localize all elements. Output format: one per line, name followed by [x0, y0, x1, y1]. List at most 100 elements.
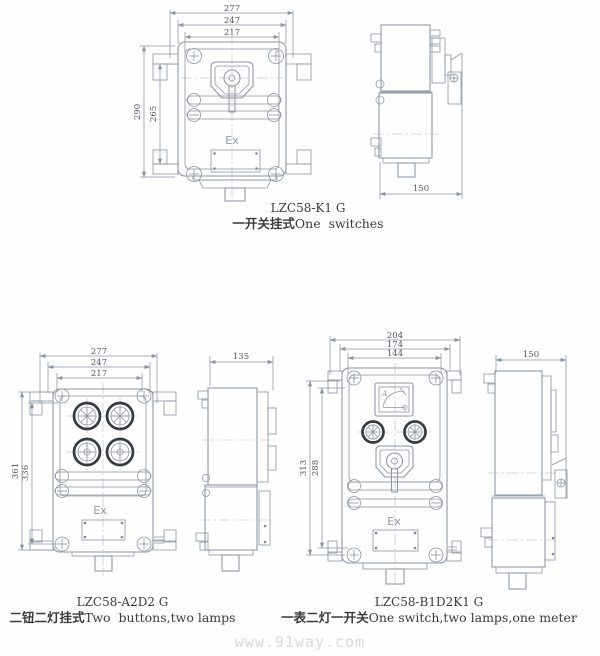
dim-depth: 150: [413, 184, 429, 194]
corner-bolts: [346, 370, 444, 563]
mounting-lug-top-right: [285, 53, 312, 81]
mounting-lug-top-left: [152, 53, 179, 81]
dim-width-mid: 174: [387, 340, 403, 350]
mounting-lug-upper: [483, 373, 496, 394]
dim-height-inner: 336: [21, 465, 31, 481]
lower-side-cover: [258, 490, 271, 546]
corner-bolts: [54, 388, 152, 552]
dim-depth: 150: [523, 350, 539, 360]
caption-k1: LZC58-K1 G 一开关挂式One switches: [198, 201, 418, 232]
mounting-lug-bottom-right: [446, 540, 462, 562]
b1d2k1-side-body: [491, 370, 546, 568]
description-cn: 二钮二灯挂式: [9, 610, 85, 625]
model-number: LZC58-A2D2 G: [76, 595, 169, 609]
b1d2k1-front-body: [341, 367, 448, 564]
wall-bracket: [447, 52, 463, 190]
k1-side-dimension: 150: [379, 162, 463, 199]
description-cn: 一表二灯一开关: [281, 610, 369, 625]
mounting-lug-top-right: [446, 370, 462, 394]
cable-gland: [208, 549, 254, 572]
flange-joint: [54, 469, 152, 498]
mounting-lug-top-right: [152, 391, 177, 416]
corner-bolts: [186, 48, 284, 182]
rotary-switch-icon: [375, 445, 414, 493]
ammeter-icon: A: [374, 382, 414, 417]
mounting-lug-upper: [197, 390, 209, 409]
b1d2k1-front-dimensions: 204 174 144 313 288: [299, 331, 461, 556]
ex-marking: Ex: [225, 134, 239, 147]
nameplate: [372, 529, 419, 552]
b1d2k1-side-view: 150: [480, 350, 568, 590]
cable-gland: [362, 562, 428, 585]
description-cn: 一开关挂式: [232, 216, 295, 231]
nameplate: [81, 519, 126, 541]
mounting-lug-upper: [370, 33, 382, 53]
k1-side-body: [375, 24, 433, 159]
dim-width-inner: 217: [91, 369, 107, 379]
nameplate: [210, 149, 261, 173]
hinge-stack: [429, 29, 441, 53]
caption-a2d2: LZC58-A2D2 G 二钮二灯挂式Two buttons,two lamps: [0, 595, 245, 626]
dim-height-outer: 313: [299, 460, 309, 476]
dim-width-mid: 247: [91, 358, 107, 368]
a2d2-front-body: [52, 388, 154, 553]
cable-gland: [382, 157, 430, 178]
side-panel: [541, 375, 559, 481]
watermark: www.91way.com: [234, 633, 366, 651]
dim-width-outer: 277: [91, 347, 107, 357]
model-number: LZC58-B1D2K1 G: [374, 595, 484, 609]
model-number: LZC58-K1 G: [270, 201, 346, 215]
flange-joint: [186, 93, 282, 122]
mounting-lug-bottom-right: [285, 149, 312, 175]
dim-width-outer: 277: [224, 4, 240, 14]
cable-gland: [495, 566, 543, 590]
flange-joint: [347, 479, 443, 510]
meter-unit-label: A: [381, 389, 388, 398]
lamp-icons: [358, 420, 431, 444]
side-panel: [256, 391, 277, 483]
dim-width-mid: 247: [224, 16, 240, 26]
a2d2-front-view: 277 247 217 361 336: [11, 347, 177, 576]
a2d2-side-dimension: 135: [209, 352, 274, 390]
dim-height-outer: 290: [133, 104, 143, 120]
lower-side-cover: [544, 501, 556, 561]
mounting-lug-top-left: [327, 370, 343, 394]
description-en: One switches: [294, 216, 384, 231]
dim-width-inner: 217: [224, 28, 240, 38]
ex-marking: Ex: [387, 515, 401, 528]
dim-depth: 135: [233, 352, 249, 362]
ex-marking: Ex: [93, 504, 107, 517]
rotary-switch-icon: [210, 61, 254, 113]
caption-b1d2k1: LZC58-B1D2K1 G 一表二灯一开关One switch,two lam…: [278, 595, 580, 626]
mounting-lug-bottom-right: [152, 529, 177, 551]
b1d2k1-front-view: 204 174 144 313 288: [299, 331, 462, 586]
button-icons: [66, 437, 141, 467]
description-en: One switch,two lamps,one meter: [368, 610, 577, 625]
k1-front-dimensions: 277 247 217 290 265: [133, 4, 294, 178]
model-description: 一开关挂式One switches: [198, 216, 418, 232]
dim-height-inner: 288: [311, 460, 321, 476]
model-description: 二钮二灯挂式Two buttons,two lamps: [0, 610, 245, 626]
mounting-lug-lower: [195, 532, 209, 551]
mounting-lug-lower: [370, 137, 382, 157]
mounting-lug-bottom-left: [327, 540, 343, 562]
dim-height-outer: 361: [11, 463, 21, 479]
model-description: 一表二灯一开关One switch,two lamps,one meter: [278, 610, 580, 626]
cable-gland: [192, 175, 278, 202]
k1-front-view: 277 247 217 290 265: [133, 4, 312, 202]
a2d2-front-dimensions: 277 247 217 361 336: [11, 347, 158, 551]
dim-width-outer: 204: [387, 331, 403, 341]
mounting-lug-top-left: [29, 391, 54, 416]
dim-width-inner: 144: [387, 349, 403, 359]
wall-bracket: [551, 373, 568, 499]
k1-side-view: 150: [370, 24, 463, 199]
dim-height-inner: 265: [149, 106, 159, 122]
mounting-lug-bottom-left: [29, 529, 54, 551]
cable-gland: [71, 551, 135, 572]
b1d2k1-side-dimension: 150: [495, 350, 567, 373]
mounting-lug-bottom-left: [152, 149, 179, 175]
description-en: Two buttons,two lamps: [84, 610, 236, 625]
a2d2-side-body: [202, 387, 258, 551]
a2d2-side-view: 135: [195, 352, 277, 572]
